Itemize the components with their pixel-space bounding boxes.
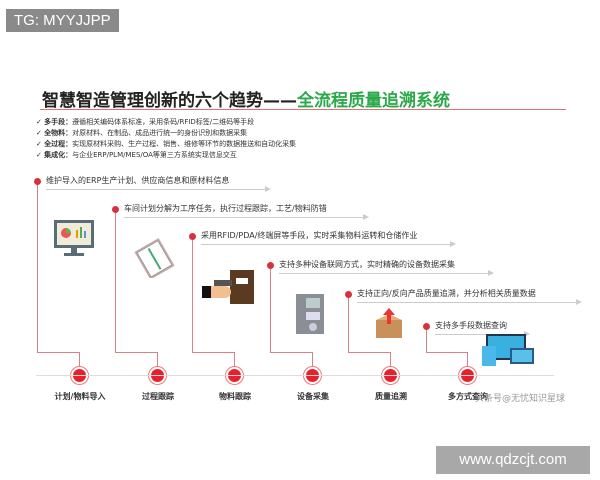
- stage-dot: [112, 206, 119, 213]
- box-arrow-icon: [372, 306, 406, 344]
- stage-description: 采用RFID/PDA/终端屏等手段，实时采集物料运转和仓储作业: [201, 231, 418, 240]
- stage-dot: [267, 262, 274, 269]
- stage-label: 物料跟踪: [219, 392, 251, 401]
- check-icon: ✓: [36, 118, 45, 126]
- stage-description: 支持多手段数据查询: [435, 321, 507, 330]
- arrow-underline: [201, 241, 456, 247]
- rfid-scanner-icon: [200, 268, 256, 312]
- bullet-item: ✓ 全过程：实现原材料采购、生产过程、销售、维修等环节的数据推送和自动化采集: [36, 139, 296, 149]
- bullet-label: 全物料：: [44, 129, 73, 137]
- devices-icon: [480, 332, 536, 372]
- arrow-underline: [357, 299, 582, 305]
- bullet-text: 对原材料、在制品、成品进行统一的身份识别和数据采集: [72, 129, 248, 137]
- check-icon: ✓: [36, 129, 45, 137]
- check-icon: ✓: [36, 151, 45, 159]
- bullet-item: ✓ 全物料：对原材料、在制品、成品进行统一的身份识别和数据采集: [36, 128, 247, 138]
- site-watermark: www.qdzcjt.com: [436, 446, 590, 474]
- arrow-underline: [124, 214, 369, 220]
- stage-description: 车间计划分解为工序任务，执行过程跟踪，工艺/物料防错: [124, 204, 327, 213]
- connector-line: [312, 352, 313, 368]
- connector-line: [270, 352, 312, 353]
- stage-description: 维护导入的ERP生产计划、供应商信息和原材料信息: [46, 176, 230, 185]
- stage-label: 质量追溯: [375, 392, 407, 401]
- title-highlight: 全流程质量追溯系统: [297, 91, 450, 111]
- connector-line: [426, 352, 467, 353]
- stage-label: 多方式查询: [448, 392, 488, 401]
- title-main: 智慧智造管理创新的六个趋势——: [42, 91, 297, 111]
- stage-dot: [34, 178, 41, 185]
- connector-line: [115, 352, 157, 353]
- connector-line: [37, 352, 79, 353]
- bullet-label: 集成化：: [44, 151, 73, 159]
- clipboard-icon: [132, 238, 176, 282]
- stage-label: 过程跟踪: [142, 392, 174, 401]
- page-title: 智慧智造管理创新的六个趋势——全流程质量追溯系统: [42, 86, 450, 111]
- bullet-text: 遵循相关编码体系标准，采用条码/RFID标签/二维码等手段: [72, 118, 255, 126]
- stage-description: 支持正向/反向产品质量追溯，并分析相关质量数据: [357, 289, 536, 298]
- stage-dot: [189, 233, 196, 240]
- timeline-axis: [36, 375, 554, 376]
- bullet-label: 多手段：: [44, 118, 73, 126]
- bottom-watermark: 头条号@无忧知识星球: [475, 394, 566, 404]
- connector-line: [192, 236, 193, 352]
- top-watermark: TG: MYYJJPP: [6, 9, 119, 32]
- stage-label: 计划/物料导入: [54, 392, 106, 401]
- connector-line: [467, 352, 468, 368]
- bullet-item: ✓ 多手段：遵循相关编码体系标准，采用条码/RFID标签/二维码等手段: [36, 117, 254, 127]
- connector-line: [115, 209, 116, 352]
- arrow-underline: [279, 270, 494, 276]
- stage-dot: [345, 291, 352, 298]
- machine-icon: [292, 292, 328, 340]
- bullet-text: 与企业ERP/PLM/MES/OA等第三方系统实现信息交互: [72, 151, 237, 159]
- connector-line: [157, 352, 158, 368]
- arrow-underline: [435, 331, 530, 337]
- monitor-chart-icon: [52, 218, 96, 262]
- arrow-underline: [46, 186, 271, 192]
- connector-line: [37, 181, 38, 352]
- connector-line: [426, 326, 427, 352]
- bullet-text: 实现原材料采购、生产过程、销售、维修等环节的数据推送和自动化采集: [72, 140, 297, 148]
- connector-line: [348, 294, 349, 352]
- stage-description: 支持多种设备联网方式，实时精确的设备数据采集: [279, 260, 455, 269]
- bullet-label: 全过程：: [44, 140, 73, 148]
- connector-line: [192, 352, 234, 353]
- connector-line: [79, 352, 80, 368]
- connector-line: [234, 352, 235, 368]
- connector-line: [390, 352, 391, 368]
- check-icon: ✓: [36, 140, 45, 148]
- bullet-item: ✓ 集成化：与企业ERP/PLM/MES/OA等第三方系统实现信息交互: [36, 150, 237, 160]
- stage-label: 设备采集: [297, 392, 329, 401]
- connector-line: [270, 265, 271, 352]
- title-underline: [40, 109, 566, 110]
- stage-dot: [423, 323, 430, 330]
- connector-line: [348, 352, 390, 353]
